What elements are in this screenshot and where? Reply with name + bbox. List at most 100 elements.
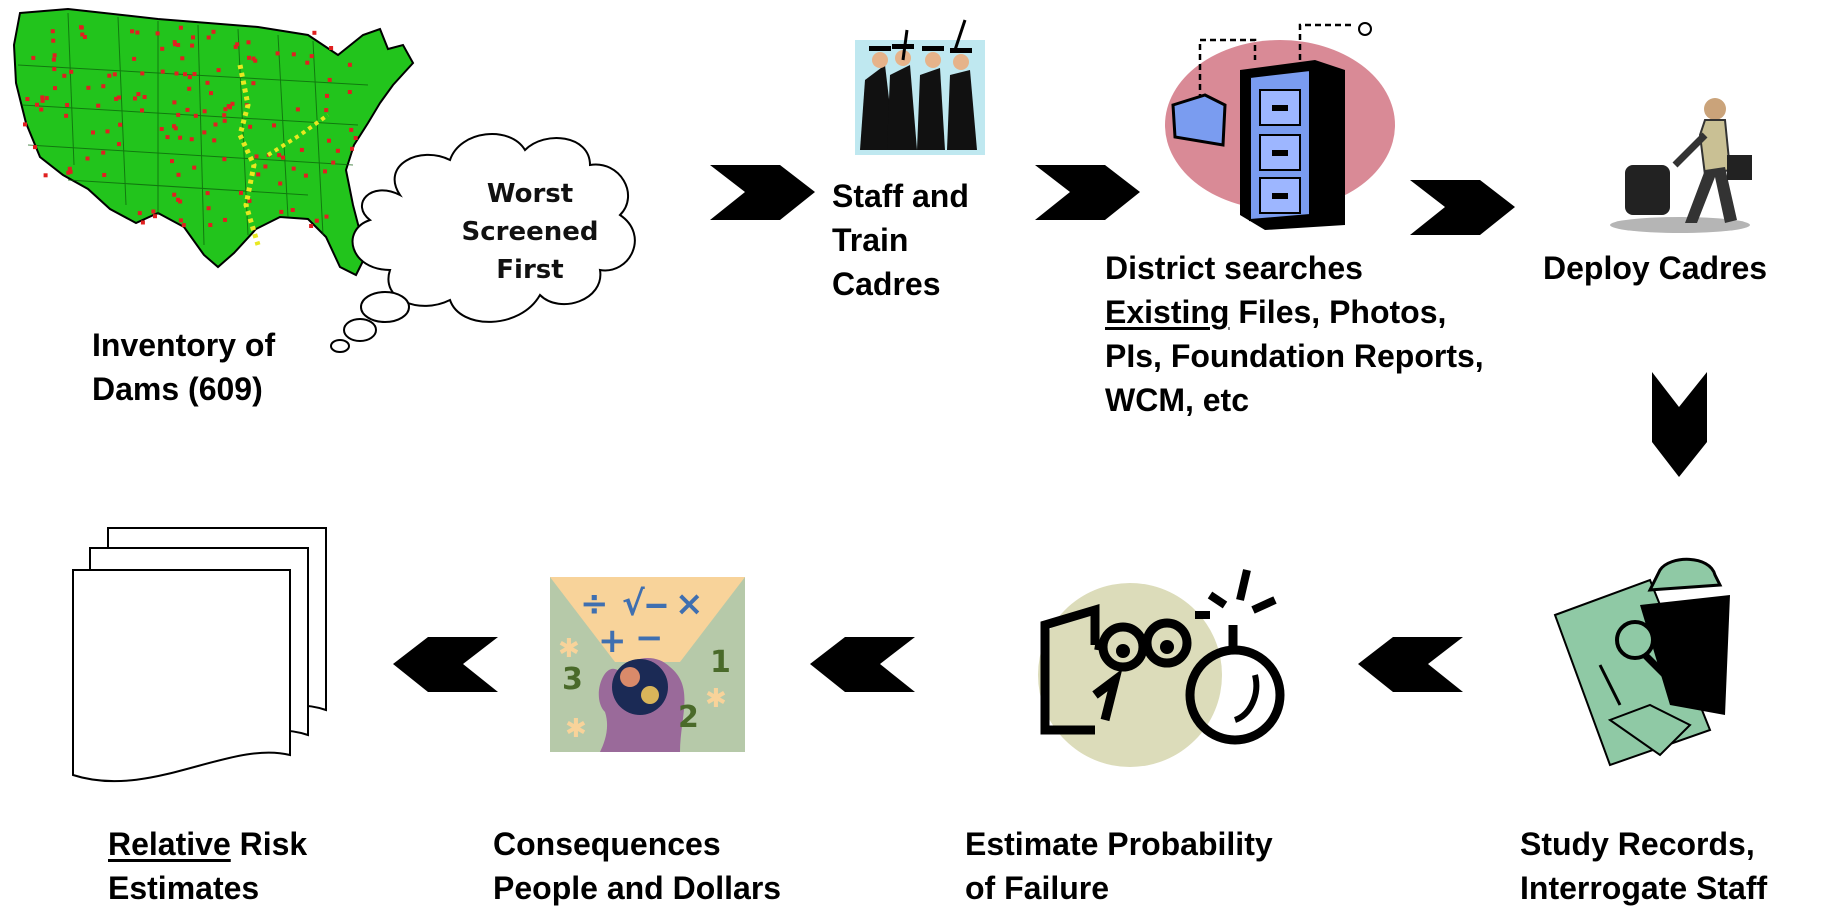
dam-dot bbox=[35, 102, 39, 107]
dam-dot bbox=[246, 40, 251, 45]
dam-dot bbox=[312, 30, 317, 35]
dam-dot bbox=[222, 113, 227, 118]
arrow-right-3 bbox=[1410, 180, 1515, 235]
dam-dot bbox=[135, 30, 140, 35]
dam-dot bbox=[173, 126, 178, 131]
dam-dot bbox=[213, 122, 218, 127]
dam-dot bbox=[305, 60, 310, 65]
us-dam-map-icon bbox=[12, 7, 415, 277]
dam-dot bbox=[290, 208, 295, 212]
dam-dot bbox=[118, 122, 123, 127]
graduates-icon bbox=[855, 19, 985, 155]
dam-dot bbox=[327, 77, 332, 82]
dam-dot bbox=[181, 223, 186, 228]
district-label: District searches Existing Files, Photos… bbox=[1105, 250, 1484, 418]
dam-dot bbox=[206, 35, 211, 40]
dam-dot bbox=[235, 42, 240, 47]
dam-dot bbox=[256, 172, 261, 177]
dam-dot bbox=[183, 72, 187, 77]
dam-dot bbox=[67, 166, 72, 171]
dam-dot bbox=[172, 100, 177, 105]
dam-dot bbox=[309, 224, 314, 228]
dam-dot bbox=[192, 72, 197, 76]
dam-dot bbox=[303, 173, 308, 178]
dam-dot bbox=[31, 55, 36, 60]
dam-dot bbox=[23, 122, 27, 127]
traveler-icon bbox=[1610, 98, 1752, 233]
dam-dot bbox=[82, 35, 87, 39]
dam-dot bbox=[206, 206, 211, 211]
dam-dot bbox=[51, 38, 56, 43]
dam-dot bbox=[170, 159, 174, 164]
dam-dot bbox=[51, 57, 56, 62]
svg-text:÷: ÷ bbox=[580, 584, 609, 624]
dam-dot bbox=[86, 85, 91, 90]
dam-dot bbox=[173, 42, 177, 47]
dam-dot bbox=[350, 146, 354, 151]
dam-dot bbox=[136, 92, 141, 97]
dam-dot bbox=[211, 29, 216, 34]
dam-dot bbox=[324, 214, 329, 219]
dam-dot bbox=[208, 223, 213, 227]
dam-dot bbox=[107, 73, 112, 78]
arrow-left-2 bbox=[810, 637, 915, 692]
dam-dot bbox=[172, 124, 176, 129]
dam-dot bbox=[133, 96, 137, 101]
dam-dot bbox=[209, 91, 213, 96]
dam-dot bbox=[223, 107, 228, 112]
staff-label: Staff and Train Cadres bbox=[832, 178, 969, 302]
svg-text:1: 1 bbox=[710, 645, 731, 680]
dam-dot bbox=[187, 86, 192, 91]
dam-dot bbox=[66, 170, 71, 175]
dam-dot bbox=[191, 35, 195, 40]
dam-dot bbox=[178, 25, 183, 30]
dam-dot bbox=[329, 46, 334, 50]
dam-dot bbox=[247, 55, 251, 60]
dam-dot bbox=[185, 107, 190, 112]
dam-dot bbox=[349, 127, 354, 132]
dam-dot bbox=[202, 109, 207, 114]
dam-dot bbox=[137, 211, 142, 216]
dam-dot bbox=[187, 75, 192, 80]
dam-dot bbox=[263, 164, 268, 169]
dam-dot bbox=[202, 130, 207, 135]
arrow-right-2 bbox=[1035, 165, 1140, 220]
dam-dot bbox=[101, 84, 106, 89]
dam-dot bbox=[142, 95, 147, 99]
dam-dot bbox=[178, 135, 183, 140]
dam-dot bbox=[189, 137, 194, 142]
dam-dot bbox=[192, 165, 197, 170]
dam-dot bbox=[40, 95, 45, 100]
arrow-left-1 bbox=[1358, 637, 1463, 692]
dam-dot bbox=[140, 71, 145, 76]
thought-line3: First bbox=[496, 255, 563, 285]
dam-dot bbox=[155, 31, 160, 36]
dam-dot bbox=[253, 58, 258, 63]
dam-dot bbox=[239, 190, 243, 195]
dam-dot bbox=[230, 101, 235, 106]
dam-dot bbox=[52, 67, 57, 72]
dam-dot bbox=[140, 108, 144, 113]
dam-dot bbox=[174, 71, 179, 76]
dam-dot bbox=[205, 80, 210, 85]
study-label: Study Records, Interrogate Staff bbox=[1520, 826, 1768, 906]
dam-dot bbox=[130, 29, 135, 34]
dam-dot bbox=[353, 136, 358, 140]
svg-text:2: 2 bbox=[678, 700, 699, 735]
dam-dot bbox=[80, 32, 85, 37]
dam-dot bbox=[39, 107, 44, 112]
dam-dot bbox=[69, 69, 74, 74]
svg-text:×: × bbox=[675, 584, 704, 624]
dam-dot bbox=[347, 90, 352, 94]
dam-dot bbox=[160, 46, 165, 51]
dam-dot bbox=[172, 40, 177, 45]
arrow-down bbox=[1652, 372, 1707, 477]
dam-dot bbox=[62, 73, 67, 78]
inventory-label: Inventory of Dams (609) bbox=[92, 327, 276, 407]
thought-line1: Worst bbox=[487, 179, 573, 209]
dam-dot bbox=[324, 108, 329, 113]
dam-dot bbox=[279, 209, 284, 214]
dam-dot bbox=[153, 214, 157, 219]
consequences-label: Consequences People and Dollars bbox=[493, 826, 782, 906]
dam-dot bbox=[251, 56, 256, 61]
